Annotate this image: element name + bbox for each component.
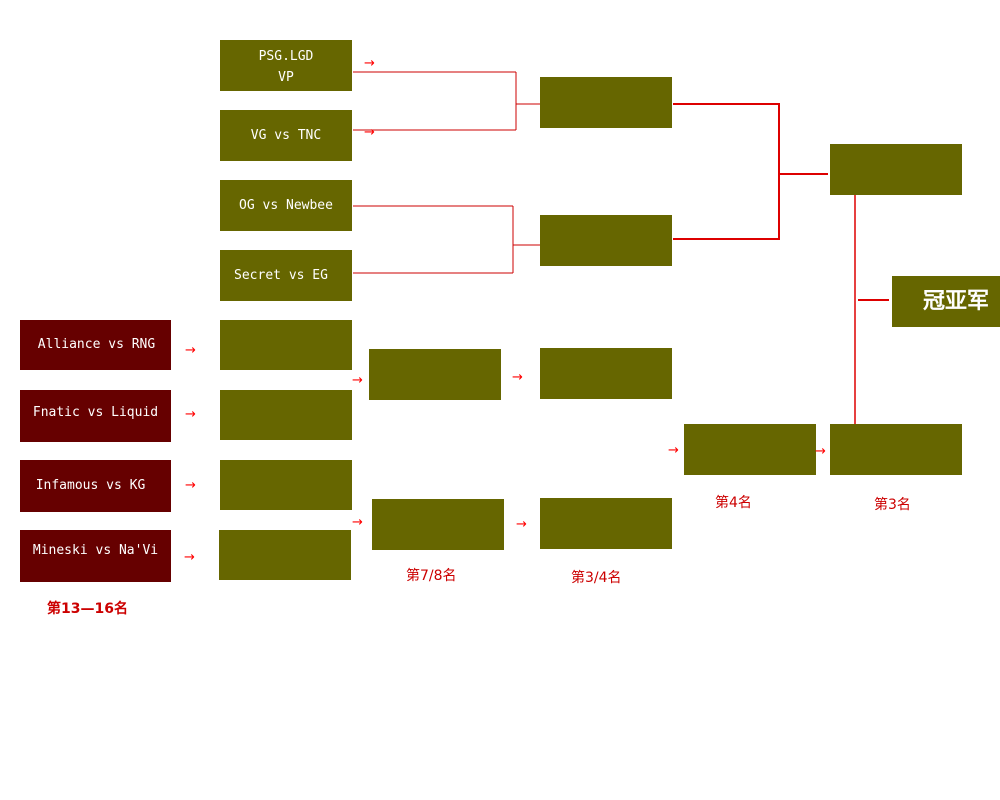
arrow-icon: → [185, 407, 196, 422]
arrow-icon: → [364, 125, 375, 140]
arrow-icon: → [184, 550, 195, 565]
upper-match-3: OG vs Newbee [220, 180, 352, 231]
lower-semi-slot [684, 424, 816, 475]
upper-match-2-label: VG vs TNC [250, 127, 322, 143]
lower-match-2: Fnatic vs Liquid [20, 390, 171, 442]
arrow-icon: → [815, 444, 826, 459]
lower-r3-slot-1 [369, 349, 501, 400]
upper-match-2: VG vs TNC [220, 110, 352, 161]
arrow-icon: → [185, 478, 196, 493]
arrow-icon: → [364, 56, 375, 71]
upper-match-1: PSG.LGD VP [220, 40, 352, 91]
lower-r2-slot-2 [220, 390, 352, 440]
lower-match-3: Infamous vs KG [20, 460, 171, 512]
upper-match-4-label: Secret vs EG [234, 267, 328, 283]
grand-final-box: 冠亚军 [892, 276, 1000, 327]
placement-label-4: 第4名 [715, 495, 752, 511]
lower-match-1: Alliance vs RNG [20, 320, 171, 370]
upper-match-1-team-b: VP [278, 69, 294, 85]
lower-r2-slot-1 [220, 320, 352, 370]
lower-r2-slot-4 [219, 530, 351, 580]
upper-final-slot [830, 144, 962, 195]
lower-r4-slot-1 [540, 348, 672, 399]
lower-r2-slot-3 [220, 460, 352, 510]
upper-semi-slot-2 [540, 215, 672, 266]
placement-label-13-16: 第13—16名 [47, 601, 128, 617]
upper-match-1-team-a: PSG.LGD [258, 48, 314, 64]
grand-final-label: 冠亚军 [922, 288, 989, 314]
upper-semi-slot-1 [540, 77, 672, 128]
lower-r4-slot-2 [540, 498, 672, 549]
arrow-icon: → [512, 370, 523, 385]
lower-match-4: Mineski vs Na'Vi [20, 530, 171, 582]
placement-label-3: 第3名 [874, 497, 911, 513]
placement-label-3-4: 第3/4名 [571, 570, 622, 586]
lower-match-2-label: Fnatic vs Liquid [32, 405, 159, 420]
arrow-icon: → [516, 517, 527, 532]
lower-match-3-label: Infamous vs KG [35, 478, 146, 493]
lower-match-4-label: Mineski vs Na'Vi [32, 543, 159, 558]
arrow-icon: → [185, 343, 196, 358]
arrow-icon: → [352, 373, 363, 388]
arrow-icon: → [668, 443, 679, 458]
upper-match-3-label: OG vs Newbee [239, 197, 333, 213]
lower-final-slot [830, 424, 962, 475]
upper-match-4: Secret vs EG [220, 250, 352, 301]
arrow-icon: → [352, 515, 363, 530]
lower-match-1-label: Alliance vs RNG [37, 337, 156, 352]
placement-label-7-8: 第7/8名 [406, 568, 457, 584]
lower-r3-slot-2 [372, 499, 504, 550]
